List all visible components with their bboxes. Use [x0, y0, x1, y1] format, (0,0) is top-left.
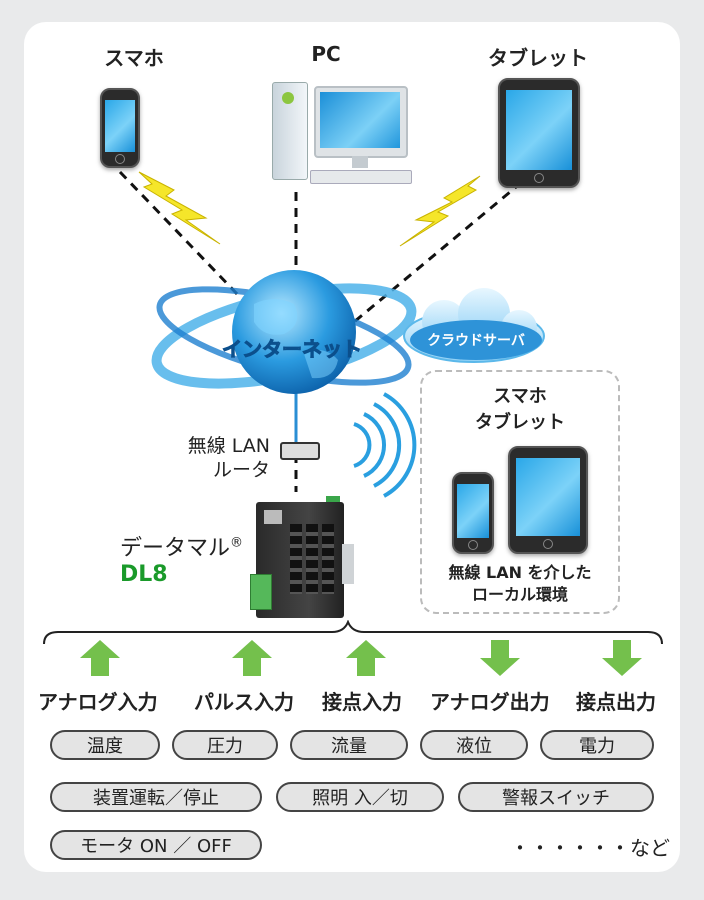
product-name-text: データマル	[120, 536, 231, 561]
registered-mark: ®	[230, 535, 244, 551]
globe-icon	[232, 270, 356, 394]
local-caption: 無線 LAN を介した ローカル環境	[420, 562, 620, 606]
wifi-arc-1	[353, 422, 372, 468]
output-arrow-2	[602, 640, 642, 676]
tag-pressure: 圧力	[172, 730, 278, 760]
io-label-contact-in: 接点入力	[322, 690, 402, 714]
local-smartphone-icon	[452, 472, 494, 554]
input-arrow-3	[346, 640, 386, 676]
cloud-icon	[403, 288, 545, 363]
tag-temperature: 温度	[50, 730, 160, 760]
product-model: DL8	[120, 562, 168, 587]
pc-icon	[272, 82, 412, 192]
router-label: 無線 LAN ルータ	[170, 434, 270, 482]
tablet-label: タブレット	[488, 46, 588, 70]
local-caption-line2: ローカル環境	[471, 585, 568, 604]
smartphone-label: スマホ	[104, 46, 164, 70]
router-icon	[280, 442, 320, 460]
io-label-analog-out: アナログ出力	[430, 690, 550, 714]
pc-label: PC	[311, 42, 341, 66]
io-label-analog-in: アナログ入力	[38, 690, 158, 714]
tablet-link-line	[353, 170, 535, 324]
diagram-card: スマホ PC タブレット	[24, 22, 680, 872]
router-label-line2: ルータ	[212, 459, 270, 481]
etc-text: ・・・・・・など	[510, 836, 670, 860]
input-arrow-2	[232, 640, 272, 676]
local-caption-line1: 無線 LAN を介した	[448, 563, 592, 582]
local-environment-box	[420, 370, 620, 614]
smartphone-icon	[100, 88, 140, 168]
tag-lighting-on-off: 照明 入／切	[276, 782, 444, 812]
router-label-line1: 無線 LAN	[187, 435, 270, 457]
wifi-arc-2	[363, 412, 386, 478]
product-name: データマル®	[120, 530, 243, 562]
wifi-arc-4	[383, 392, 417, 498]
input-arrow-1	[80, 640, 120, 676]
phone-link-line	[118, 170, 266, 324]
connection-lines	[118, 170, 535, 498]
dl8-device-icon	[250, 494, 354, 620]
io-label-contact-out: 接点出力	[576, 690, 656, 714]
tag-equipment-run-stop: 装置運転／停止	[50, 782, 262, 812]
output-arrow-1	[480, 640, 520, 676]
tag-motor-on-off: モータ ON ／ OFF	[50, 830, 262, 860]
io-brace	[43, 620, 663, 645]
tag-flow: 流量	[290, 730, 408, 760]
wifi-arc-3	[373, 402, 402, 488]
local-tablet-icon	[508, 446, 588, 554]
wireless-bolt-right	[399, 175, 481, 247]
local-title-line2: タブレット	[475, 412, 565, 433]
internet-graphic: クラウドサーバ インターネット	[151, 270, 545, 394]
wireless-bolt-left	[138, 171, 221, 245]
local-title: スマホ タブレット	[420, 384, 620, 436]
tag-power: 電力	[540, 730, 654, 760]
tablet-icon	[498, 78, 580, 188]
tag-level: 液位	[420, 730, 528, 760]
tag-alarm-switch: 警報スイッチ	[458, 782, 654, 812]
io-label-pulse-in: パルス入力	[194, 690, 294, 714]
cloud-label: クラウドサーバ	[427, 333, 525, 349]
internet-label: インターネット	[222, 337, 362, 361]
local-title-line1: スマホ	[493, 386, 547, 407]
